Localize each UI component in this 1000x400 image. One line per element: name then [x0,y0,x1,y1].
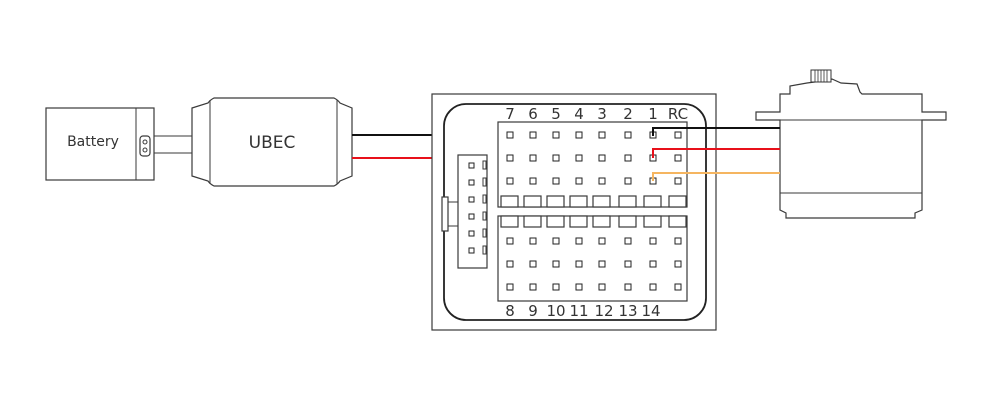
pin [624,283,632,291]
pin [674,283,682,291]
pin [624,131,632,139]
pin [529,283,537,291]
pin [575,260,583,268]
pin [624,177,632,185]
pin [529,177,537,185]
pin-housing [546,195,565,208]
pin [598,177,606,185]
ubec: UBEC [191,97,353,187]
pin-housing [569,195,588,208]
servo-ground-wire [652,127,780,136]
pin-housing [500,195,519,208]
channel-label: 14 [641,302,660,320]
channel-label: 12 [594,302,613,320]
pin [552,260,560,268]
pin-housing [618,195,637,208]
side-pin [468,162,475,169]
pin [529,131,537,139]
pin [674,177,682,185]
pin [552,283,560,291]
ubec-body [191,97,353,187]
pin [649,260,657,268]
pin-housing [668,195,687,208]
channel-label: 6 [528,105,538,123]
pin [506,131,514,139]
pin [598,237,606,245]
battery: Battery [45,107,155,181]
side-pin [468,247,475,254]
pin-housing [592,215,611,228]
channel-label: 9 [528,302,538,320]
pin-housing [546,215,565,228]
bottom-header [497,215,688,302]
pin [506,177,514,185]
pin [506,237,514,245]
pin [575,131,583,139]
pin [575,237,583,245]
battery-label: Battery [67,134,119,150]
pin [624,260,632,268]
pin [529,237,537,245]
pin [598,131,606,139]
pin [598,260,606,268]
pin-housing [500,215,519,228]
channel-label: 7 [505,105,515,123]
pin [506,154,514,162]
pin [674,237,682,245]
pin [649,237,657,245]
pin [552,237,560,245]
side-pin [468,196,475,203]
pin [529,260,537,268]
pin-housing [523,215,542,228]
pin [506,283,514,291]
side-pin [468,179,475,186]
pin-housing [523,195,542,208]
ubec-label: UBEC [249,133,296,153]
pin [624,237,632,245]
side-pin [468,230,475,237]
battery-connector-icon [139,135,151,157]
pin-housing [618,215,637,228]
channel-label: 1 [648,105,658,123]
pin [598,283,606,291]
pin [529,154,537,162]
pin [575,283,583,291]
pin [552,154,560,162]
pin-housing [569,215,588,228]
channel-label: 4 [574,105,584,123]
pin [674,131,682,139]
pin [575,154,583,162]
channel-label: 5 [551,105,561,123]
side-tab [441,196,449,232]
pin [624,154,632,162]
pin-housing [643,195,662,208]
pin [649,283,657,291]
pin [552,177,560,185]
channel-label: 8 [505,302,515,320]
servo [755,69,947,219]
pin [674,154,682,162]
pin [674,260,682,268]
side-pin [468,213,475,220]
pin-housing [592,195,611,208]
pin-housing [643,215,662,228]
channel-label: 10 [546,302,565,320]
channel-label: 3 [597,105,607,123]
top-header [497,121,688,208]
pin [552,131,560,139]
pin [506,260,514,268]
servo-signal-wire [652,172,780,181]
channel-label: 2 [623,105,633,123]
servo-power-wire [652,148,780,158]
pin-housing [668,215,687,228]
servo-body [755,78,947,219]
channel-label: 11 [569,302,588,320]
channel-label: RC [668,105,688,123]
pin [575,177,583,185]
pin [598,154,606,162]
channel-label: 13 [618,302,637,320]
